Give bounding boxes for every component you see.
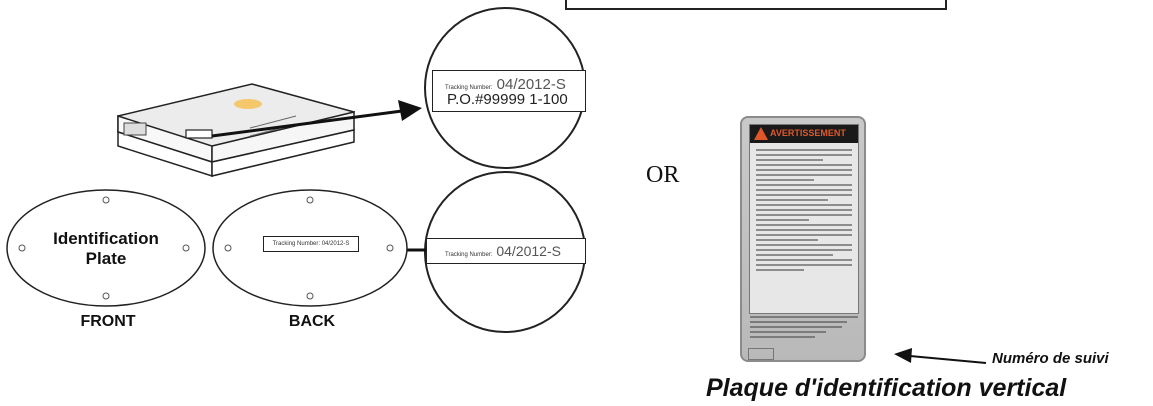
warning-panel: AVERTISSEMENT bbox=[749, 124, 859, 314]
arrow-to-tracking-number bbox=[894, 348, 987, 364]
tracking-number-caption: Numéro de suivi bbox=[992, 350, 1109, 367]
warning-title: AVERTISSEMENT bbox=[770, 128, 846, 138]
oval-front-plate bbox=[6, 189, 206, 307]
plate-text-line1: Identification bbox=[53, 229, 159, 248]
tracking-prefix-bottom: Tracking Number: bbox=[445, 252, 493, 258]
front-label: FRONT bbox=[80, 313, 136, 330]
top-callout-box bbox=[565, 0, 947, 10]
or-label: OR bbox=[646, 162, 680, 188]
oval-mount-holes bbox=[18, 196, 394, 300]
arrow-to-top-zoom bbox=[211, 100, 422, 138]
back-tracking-tag: Tracking Number: 04/2012-S bbox=[263, 236, 359, 252]
vertical-plate-caption: Plaque d'identification vertical bbox=[706, 374, 1067, 402]
tracking-value-top: 04/2012-S bbox=[496, 76, 566, 93]
tracking-number-box bbox=[748, 348, 774, 360]
crib-box-illustration bbox=[117, 83, 356, 178]
vertical-warning-plate: AVERTISSEMENT bbox=[740, 116, 866, 362]
zoom-top-label: Tracking Number: 04/2012-S P.O.#99999 1-… bbox=[432, 70, 586, 112]
plate-text-line2: Plate bbox=[85, 249, 127, 268]
tracking-prefix-top: Tracking Number: bbox=[445, 85, 493, 91]
warning-text-lines bbox=[756, 149, 852, 274]
plate-footer-lines bbox=[750, 316, 858, 341]
oval-back-plate bbox=[212, 189, 408, 307]
tracking-value-bottom: 04/2012-S bbox=[496, 243, 561, 259]
zoom-bottom-label: Tracking Number: 04/2012-S bbox=[426, 238, 586, 264]
back-label: BACK bbox=[288, 313, 336, 330]
po-number: P.O.#99999 1-100 bbox=[447, 91, 568, 108]
warning-triangle-icon bbox=[754, 127, 768, 140]
warning-header: AVERTISSEMENT bbox=[750, 125, 858, 143]
